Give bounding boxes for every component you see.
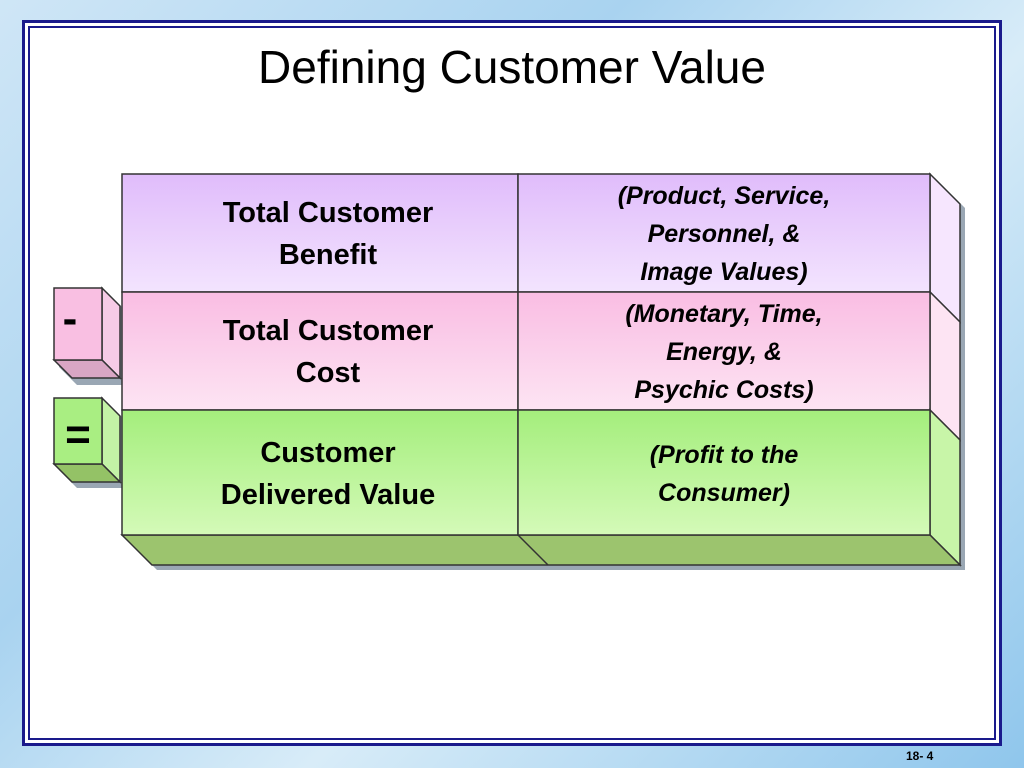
cost-description-line: Psychic Costs) — [634, 376, 814, 404]
row-cost — [121, 290, 961, 442]
minus-operator-block — [52, 286, 122, 380]
equals-operator-block — [52, 396, 122, 484]
benefit-description-line: Image Values) — [640, 258, 808, 286]
slide-title: Defining Customer Value — [258, 41, 766, 93]
row-value — [120, 408, 962, 567]
minus-sign: - — [62, 294, 78, 343]
benefit-description: (Product, Service, Personnel, & Image Va… — [518, 177, 930, 291]
row-value-desc-cell — [517, 409, 931, 536]
cost-label: Total Customer Cost — [122, 310, 534, 394]
row-benefit-desc-cell — [517, 173, 931, 293]
cost-label-line: Cost — [295, 357, 361, 389]
value-description-line: Consumer) — [658, 479, 790, 507]
value-description-line: (Profit to the — [649, 441, 799, 469]
value-label-line: Customer — [260, 437, 396, 469]
page-number: 18- 4 — [906, 749, 934, 763]
value-label: Customer Delivered Value — [122, 432, 534, 516]
row-cost-desc-cell — [517, 291, 931, 411]
benefit-label-line: Benefit — [278, 239, 378, 271]
benefit-label-line: Total Customer — [222, 197, 434, 229]
row-value-bottom — [120, 534, 962, 566]
cost-description-line: Energy, & — [666, 338, 782, 366]
benefit-description-line: (Product, Service, — [617, 182, 831, 210]
row-benefit — [121, 172, 961, 324]
benefit-label: Total Customer Benefit — [122, 192, 534, 276]
benefit-description-line: Personnel, & — [647, 220, 801, 248]
cost-label-line: Total Customer — [222, 315, 434, 347]
row-benefit-label-cell — [121, 173, 519, 293]
cost-description-line: (Monetary, Time, — [625, 300, 823, 328]
value-description: (Profit to the Consumer) — [518, 436, 930, 512]
cost-description: (Monetary, Time, Energy, & Psychic Costs… — [518, 295, 930, 409]
equals-sign: = — [65, 410, 91, 459]
value-label-line: Delivered Value — [220, 479, 436, 511]
